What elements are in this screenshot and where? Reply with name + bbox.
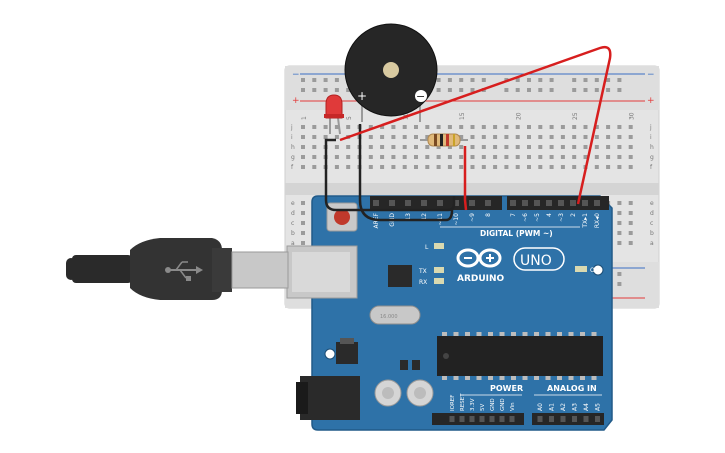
row-letter: d (291, 210, 295, 217)
row-letter: i (291, 134, 293, 141)
row-letter: e (650, 200, 654, 207)
row-letter: g (650, 154, 654, 161)
power-pin-label: RESET (460, 393, 466, 411)
power-pin-label: GND (490, 398, 496, 411)
red-led (324, 94, 344, 135)
power-pin-label: 5V (480, 404, 486, 411)
column-number: 15 (459, 112, 466, 120)
ground-wire-led (324, 138, 456, 212)
digital-pin-label: TX▸1 (582, 213, 589, 229)
row-letter: h (291, 144, 295, 151)
power-pin-label: IOREF (450, 395, 456, 411)
row-letter: b (291, 230, 295, 237)
piezo-buzzer: + − (344, 23, 438, 122)
row-letter: d (650, 210, 654, 217)
digital-pin-label: 8 (485, 213, 492, 217)
column-number: 5 (346, 116, 353, 120)
infinity-logo-icon (456, 248, 502, 268)
led-label-l: L (425, 244, 429, 251)
digital-header (370, 196, 609, 210)
column-number: 1 (301, 116, 308, 120)
digital-pin-label: 13 (405, 213, 412, 221)
digital-pin-label: 12 (421, 213, 428, 221)
row-letter: j (290, 124, 293, 131)
digital-pin-label: 2 (570, 213, 577, 217)
analog-pin-label: A3 (572, 403, 579, 411)
analog-label: ANALOG IN (547, 384, 597, 393)
column-number: 25 (572, 112, 579, 120)
power-label: POWER (490, 384, 523, 393)
digital-pin-label: ~5 (534, 213, 541, 222)
row-letter: i (650, 134, 652, 141)
row-letter: b (650, 230, 654, 237)
analog-pin-label: A4 (583, 403, 590, 411)
row-letter: a (291, 240, 295, 247)
reset-button-cap (334, 209, 350, 225)
row-letter: c (291, 220, 294, 227)
analog-pin-label: A5 (595, 403, 602, 411)
analog-pin-labels: A0 A1 A2 A3 A4 A5 (537, 403, 602, 411)
model-name: UNO (520, 253, 552, 269)
digital-pin-label: 7 (510, 213, 517, 217)
analog-pin-label: A0 (537, 403, 544, 411)
column-number: 20 (516, 112, 523, 120)
crystal-oscillator (369, 305, 421, 325)
digital-pin-label: ~10 (453, 213, 460, 226)
column-number: 30 (629, 112, 636, 120)
analog-pin-label: A2 (560, 403, 567, 411)
wires (324, 45, 612, 222)
signal-wire-pin2 (339, 45, 612, 205)
on-label: ON (590, 267, 599, 274)
power-pin-labels: IOREF RESET 3.3V 5V GND GND Vin (450, 393, 516, 411)
digital-label: DIGITAL (PWM ~) (480, 229, 553, 238)
rail-plus-label: + (292, 96, 300, 106)
row-letter: f (291, 164, 294, 171)
capacitor (406, 379, 434, 407)
row-letter: j (649, 124, 652, 131)
usb-chip (388, 265, 412, 287)
digital-pin-label: 4 (546, 213, 553, 217)
ground-wire-buzzer (358, 124, 454, 222)
analog-pin-label: A1 (549, 403, 556, 411)
led-label-rx: RX (419, 279, 427, 286)
mounting-hole (324, 348, 336, 360)
usb-symbol-icon (165, 261, 203, 281)
row-letter: h (650, 144, 654, 151)
capacitor (374, 379, 402, 407)
led-label-tx: TX (418, 268, 427, 275)
atmega-chip (437, 332, 603, 380)
resistor (420, 133, 468, 147)
signal-wire-pin11 (463, 146, 468, 211)
analog-header (532, 413, 604, 425)
digital-pin-label: ~6 (522, 213, 529, 222)
buzzer-minus-label: − (416, 90, 425, 103)
mounting-hole (592, 264, 604, 276)
row-letter: e (291, 200, 295, 207)
power-header (432, 413, 524, 425)
digital-pin-label: ~9 (469, 213, 476, 222)
power-pin-label: 3.3V (470, 398, 476, 411)
row-letter: f (650, 164, 653, 171)
digital-pin-label: ~3 (558, 213, 565, 222)
rail-plus-label-right: + (647, 96, 655, 106)
arduino-logo: ARDUINO UNO (456, 247, 565, 284)
row-letter: a (650, 240, 654, 247)
brand-name: ARDUINO (457, 274, 505, 284)
digital-pin-label: RX◂0 (594, 213, 601, 228)
buzzer-plus-label: + (357, 89, 367, 103)
rail-minus-label: − (292, 70, 300, 80)
status-leds: L TX RX ON (418, 243, 599, 286)
power-pin-label: Vin (510, 402, 516, 411)
voltage-regulator (336, 342, 358, 364)
svg-text:16.000: 16.000 (380, 314, 398, 320)
dc-power-jack (300, 376, 360, 420)
rail-minus-label-right: − (647, 70, 655, 80)
row-letter: g (291, 154, 295, 161)
usb-cable (66, 238, 289, 300)
power-pin-label: GND (500, 398, 506, 411)
row-letter: c (650, 220, 653, 227)
